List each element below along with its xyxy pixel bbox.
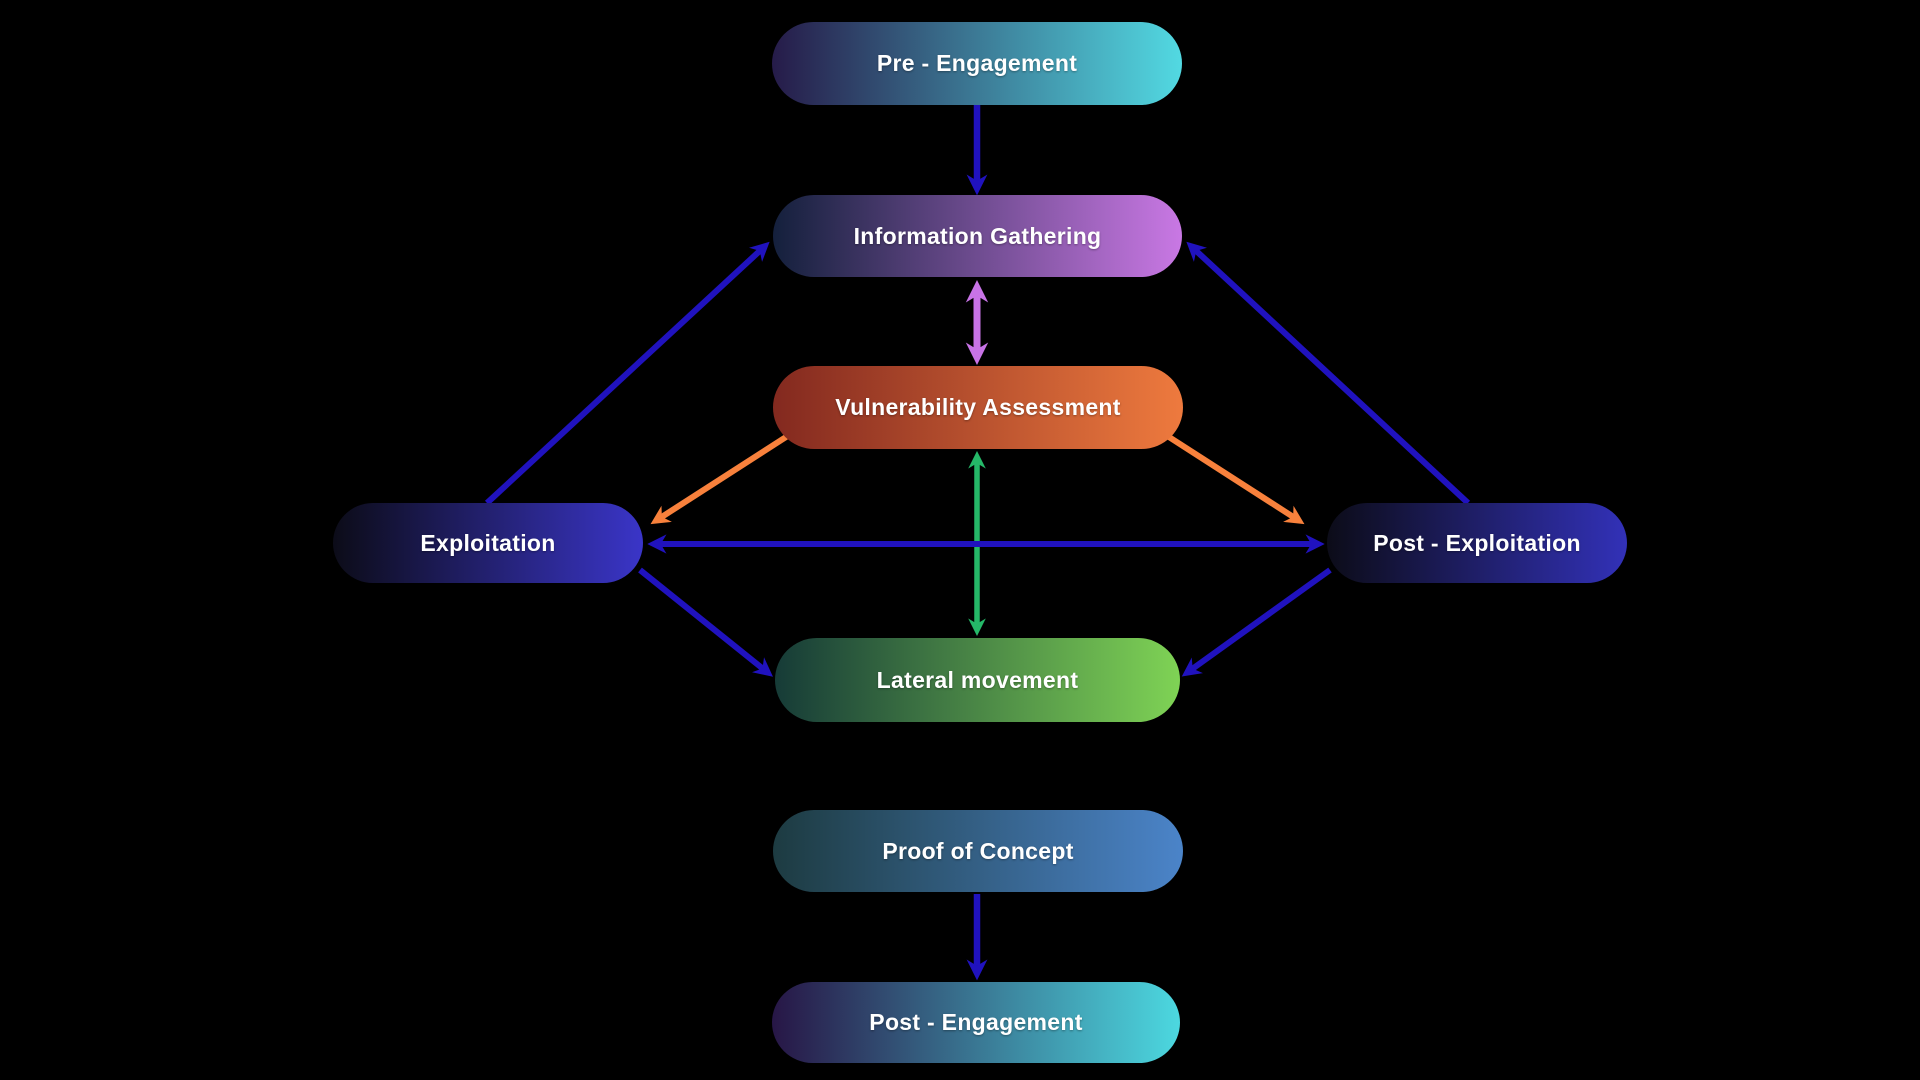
arrow-vulnerability-assessment-to-post-exploitation [1153,425,1305,525]
arrow-post-exploitation-to-lateral-movement [1181,567,1332,677]
node-information-gathering: Information Gathering [773,195,1182,277]
node-post-engagement: Post - Engagement [772,982,1180,1063]
node-lateral-movement: Lateral movement [775,638,1180,722]
node-proof-of-concept: Proof of Concept [773,810,1183,892]
node-information-gathering-label: Information Gathering [853,222,1102,249]
arrow-vulnerability-assessment-to-exploitation [650,425,802,525]
node-pre-engagement: Pre - Engagement [772,22,1182,105]
node-lateral-movement-label: Lateral movement [876,666,1079,693]
node-exploitation: Exploitation [333,503,643,583]
arrow-exploitation-to-lateral-movement [638,567,773,677]
arrow-post-exploitation-to-information-gathering [1186,241,1471,506]
arrow-exploitation-to-information-gathering [484,241,770,506]
node-exploitation-label: Exploitation [420,529,556,556]
node-post-exploitation: Post - Exploitation [1327,503,1627,583]
node-post-exploitation-label: Post - Exploitation [1373,529,1581,556]
node-vulnerability-assessment-label: Vulnerability Assessment [835,394,1121,420]
node-pre-engagement-label: Pre - Engagement [876,50,1078,76]
node-vulnerability-assessment: Vulnerability Assessment [773,366,1183,449]
node-post-engagement-label: Post - Engagement [869,1009,1083,1035]
node-proof-of-concept-label: Proof of Concept [882,837,1074,864]
